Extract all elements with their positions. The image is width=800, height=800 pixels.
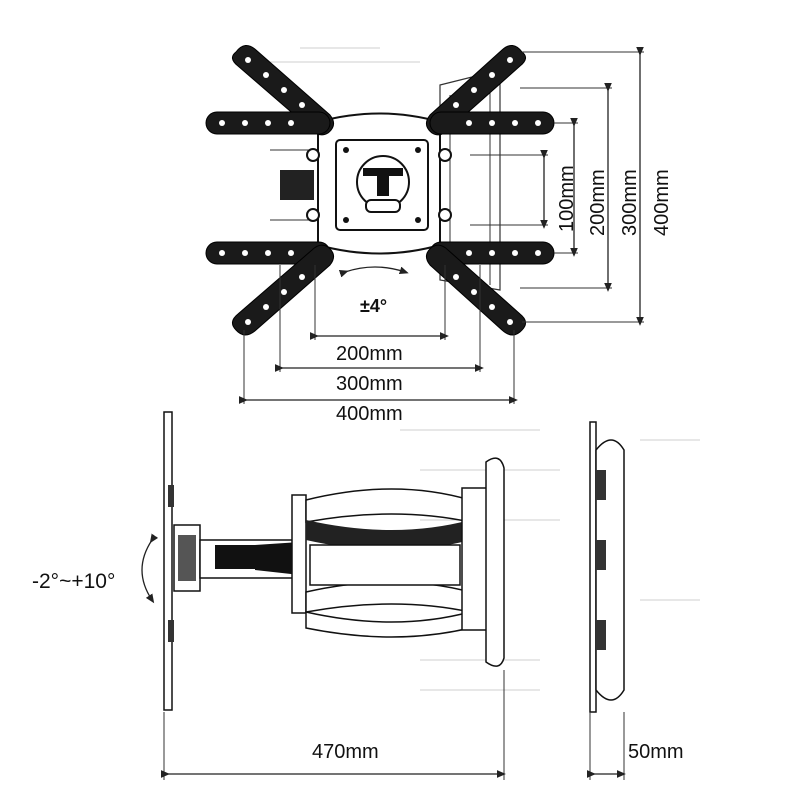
- vesa-v-400: 400mm: [651, 169, 673, 236]
- front-view: ±4° 200mm 300mm 400mm: [205, 45, 673, 425]
- horizontal-dimensions: [238, 265, 518, 404]
- rotation-arrow: [338, 266, 409, 278]
- tv-plate-side: [163, 411, 173, 711]
- side-view: -2°~+10° 470mm: [32, 411, 506, 780]
- vesa-v-100: 100mm: [556, 165, 578, 232]
- tilt-knob: [363, 168, 403, 196]
- tilt-label: -2°~+10°: [32, 570, 115, 593]
- end-view: 50mm: [586, 421, 684, 780]
- vesa-v-300: 300mm: [619, 169, 641, 236]
- extension-label: 470mm: [312, 741, 379, 763]
- vesa-h-400: 400mm: [336, 403, 403, 425]
- vesa-v-200: 200mm: [587, 169, 609, 236]
- wall-plate-side: [485, 457, 505, 667]
- vesa-h-200: 200mm: [336, 343, 403, 365]
- depth-label: 50mm: [628, 741, 684, 763]
- vertical-dimensions: [470, 46, 644, 326]
- vesa-h-300: 300mm: [336, 373, 403, 395]
- rotation-label: ±4°: [360, 296, 387, 316]
- tilt-arrow: [141, 533, 159, 604]
- arm-joint-left: [280, 170, 314, 200]
